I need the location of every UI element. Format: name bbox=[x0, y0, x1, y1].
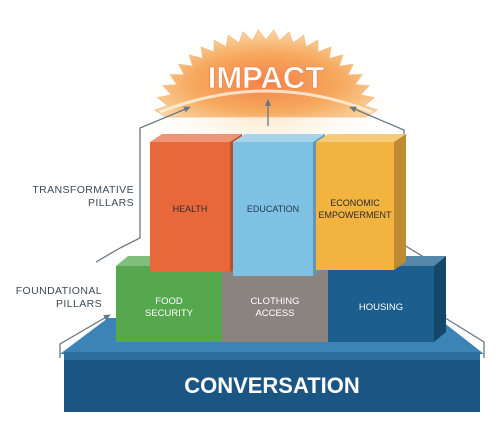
transformative-column-2: ECONOMIC EMPOWERMENT bbox=[316, 134, 406, 270]
left-lower-arrow bbox=[59, 314, 111, 358]
base-label: CONVERSATION bbox=[184, 373, 360, 398]
transformative-label: HEALTH bbox=[173, 204, 208, 214]
foundational-label-line-2: PILLARS bbox=[56, 298, 102, 310]
transformative-label-line-1: TRANSFORMATIVE bbox=[32, 184, 134, 196]
column-front-face bbox=[150, 142, 230, 272]
foundational-pillars-label: FOUNDATIONAL PILLARS bbox=[4, 285, 102, 311]
column-side-face bbox=[394, 134, 406, 270]
column-top-face bbox=[316, 134, 406, 142]
left-upper-arrow bbox=[119, 106, 191, 249]
transformative-label: ECONOMIC bbox=[330, 198, 380, 208]
foundational-label: HOUSING bbox=[359, 302, 403, 313]
foundational-label: ACCESS bbox=[255, 308, 294, 319]
foundational-label-line-1: FOUNDATIONAL bbox=[15, 285, 102, 297]
block-front-face bbox=[222, 266, 328, 342]
column-top-face bbox=[233, 134, 325, 142]
block-side-face bbox=[434, 256, 446, 342]
column-front-face bbox=[316, 142, 394, 270]
block-front-face bbox=[116, 266, 222, 342]
impact-title: IMPACT bbox=[208, 60, 325, 95]
foundational-label: CLOTHING bbox=[250, 296, 299, 307]
block-front-face bbox=[328, 266, 434, 342]
transformative-label: EMPOWERMENT bbox=[319, 210, 393, 220]
transformative-label-line-2: PILLARS bbox=[88, 197, 134, 209]
transformative-pillars: HEALTH EDUCATION ECONOMIC EMPOWERMENT bbox=[150, 134, 406, 276]
transformative-pillars-label: TRANSFORMATIVE PILLARS bbox=[8, 184, 134, 210]
foundational-label: SECURITY bbox=[145, 308, 194, 319]
transformative-column-1: EDUCATION bbox=[233, 134, 325, 276]
column-top-face bbox=[150, 134, 242, 142]
column-front-face bbox=[233, 142, 313, 276]
left-mid-line bbox=[95, 247, 121, 263]
right-lower-arrow bbox=[439, 314, 485, 358]
foundational-label: FOOD bbox=[155, 296, 183, 307]
transformative-column-0: HEALTH bbox=[150, 134, 242, 272]
transformative-label: EDUCATION bbox=[247, 204, 299, 214]
